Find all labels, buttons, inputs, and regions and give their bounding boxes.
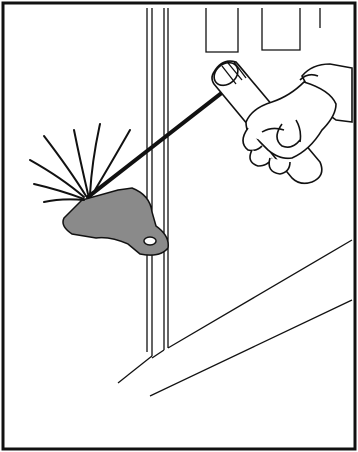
- hinge-hole: [144, 237, 156, 245]
- applicator-wand: [88, 88, 228, 197]
